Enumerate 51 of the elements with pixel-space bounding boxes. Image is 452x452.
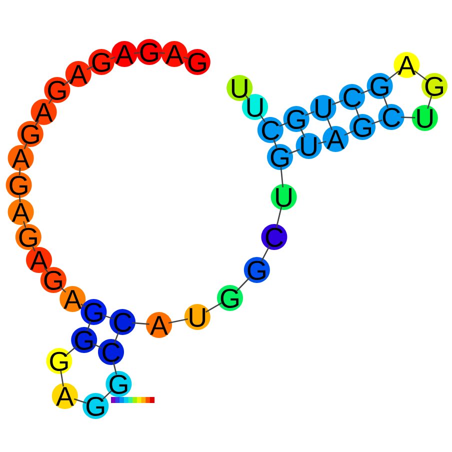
backbone-line xyxy=(34,120,40,126)
backbone-line xyxy=(371,120,382,124)
backbone-line xyxy=(32,246,36,252)
backbone-line xyxy=(273,138,278,148)
backbone-line xyxy=(24,142,28,150)
backbone-line xyxy=(344,130,354,136)
backbone-line xyxy=(276,206,282,228)
backbone-line xyxy=(427,95,432,109)
backbone-line xyxy=(48,98,53,104)
backbone-line xyxy=(64,79,72,85)
backbone-line xyxy=(354,106,360,118)
backbone-line xyxy=(168,318,188,324)
backbone-line xyxy=(23,221,26,228)
backbone-line xyxy=(360,88,372,94)
backbone-line xyxy=(110,56,116,60)
backbone-line xyxy=(300,128,306,138)
backbone-line xyxy=(318,140,326,144)
backbone-line xyxy=(102,314,114,320)
backbone-line xyxy=(102,390,112,400)
backbone-line xyxy=(260,245,270,262)
backbone-line xyxy=(183,56,188,60)
backbone-line xyxy=(279,122,288,127)
backbone-line xyxy=(114,330,120,344)
backbone-line xyxy=(414,70,428,81)
backbone-line xyxy=(245,95,250,100)
backbone-line xyxy=(18,194,21,202)
backbone-line xyxy=(400,116,416,118)
backbone-line xyxy=(288,148,300,154)
backbone-line xyxy=(305,111,314,116)
backbone-line xyxy=(60,370,64,387)
backbone-line xyxy=(44,267,48,272)
backbone-line xyxy=(236,276,251,292)
backbone-line xyxy=(382,94,389,108)
backbone-line xyxy=(86,320,92,332)
backbone-line xyxy=(387,70,400,81)
backbone-line xyxy=(60,286,66,293)
backbone-line xyxy=(260,114,266,122)
backbone-line xyxy=(18,168,21,176)
backbone-line xyxy=(134,52,140,54)
backbone-line xyxy=(112,361,118,375)
backbone-line xyxy=(80,304,86,308)
backbone-line xyxy=(92,343,102,349)
backbone-line xyxy=(159,52,165,54)
backbone-line xyxy=(332,100,344,106)
backbone-line xyxy=(326,116,333,130)
backbone-line xyxy=(132,322,150,325)
backbone-line xyxy=(86,66,94,70)
backbone-line xyxy=(280,166,284,188)
backbone-line xyxy=(66,346,78,356)
backbone-line xyxy=(205,302,222,313)
backbone-line xyxy=(74,398,87,404)
